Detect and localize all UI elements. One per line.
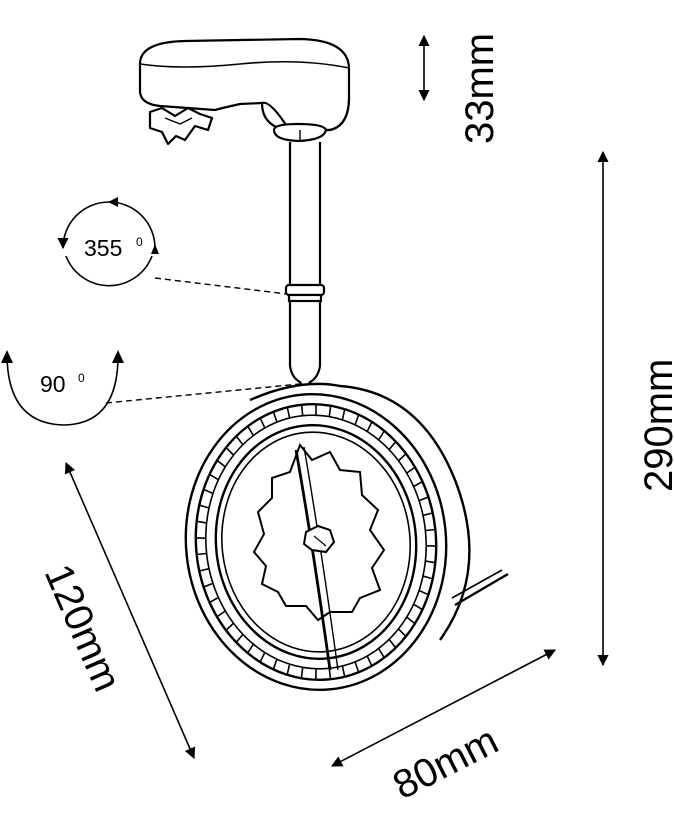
rotation-355-unit: 0: [136, 235, 143, 249]
dimension-120mm: 120mm: [36, 463, 194, 758]
yoke-knob: [304, 526, 334, 552]
tilt-90-arrow-right: [112, 350, 124, 363]
dim-80-label: 80mm: [386, 718, 505, 808]
dim-120-label: 120mm: [36, 558, 130, 698]
rotation-355-arrow-right: [151, 244, 159, 254]
dim-33-label: 33mm: [458, 33, 502, 144]
stem-joint: [286, 285, 324, 295]
adapter-clip: [150, 108, 212, 144]
rotation-355-value: 355: [84, 235, 122, 261]
rotation-355-arrow-left: [108, 197, 118, 207]
dimension-290mm: 290mm: [603, 152, 674, 665]
rotation-355-indicator: 355 0: [63, 197, 287, 294]
bezel-tick: [302, 405, 303, 416]
dim-290-label: 290mm: [637, 359, 674, 492]
tilt-90-value: 90: [40, 371, 66, 397]
dimension-33mm: 33mm: [424, 33, 502, 144]
bezel-tick: [197, 554, 207, 555]
bezel-tick: [425, 530, 435, 531]
tilt-90-unit: 0: [78, 371, 85, 385]
lamp-head: [171, 381, 508, 703]
rotation-355-leader: [155, 278, 287, 294]
tilt-90-arrow-left: [1, 350, 13, 363]
stem: [274, 124, 326, 392]
